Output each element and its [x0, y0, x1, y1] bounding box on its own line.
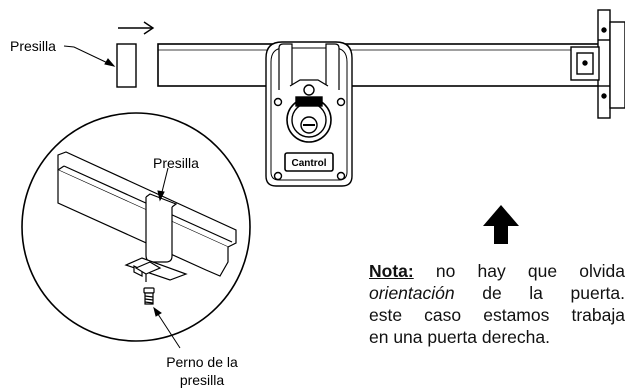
orientation-note: Nota: no hay que olvida orientación de l…: [369, 260, 625, 348]
note-line-3: este caso estamos trabaja: [369, 304, 625, 326]
note-word: que: [527, 261, 558, 281]
lock-badge-text: Cantrol: [292, 158, 327, 169]
orientation-up-arrow: [483, 205, 519, 244]
note-word: trabaja: [571, 305, 625, 325]
note-line-4: en una puerta derecha.: [369, 327, 550, 347]
lock-device: [265, 41, 353, 187]
note-word: no: [435, 261, 456, 281]
detail-clip-leader: [157, 167, 169, 202]
slide-direction-arrow: [118, 21, 155, 35]
note-italic-word: orientación: [369, 283, 455, 303]
clip-leader-line: [63, 45, 116, 67]
note-word: la: [529, 283, 543, 303]
note-word: olvida: [579, 261, 625, 281]
end-bracket: [570, 9, 625, 119]
note-keyword: Nota:: [369, 261, 414, 281]
rail-bar: [157, 43, 619, 87]
note-word: este: [369, 305, 403, 325]
bolt-label-line1: Perno de la: [166, 354, 238, 370]
note-word: puerta.: [570, 283, 625, 303]
bolt-leader: [153, 306, 181, 349]
note-word: estamos: [483, 305, 550, 325]
note-word: de: [482, 283, 502, 303]
note-word: caso: [424, 305, 462, 325]
detail-view: [21, 112, 251, 342]
note-line-1: Nota: no hay que olvida: [369, 260, 625, 282]
note-line-2: orientación de la puerta.: [369, 282, 625, 304]
clip-part: [116, 43, 137, 88]
detail-clip-label: Presilla: [153, 155, 199, 171]
note-word: hay: [477, 261, 506, 281]
clip-label: Presilla: [10, 38, 56, 54]
bolt-label-line2: presilla: [179, 372, 225, 388]
